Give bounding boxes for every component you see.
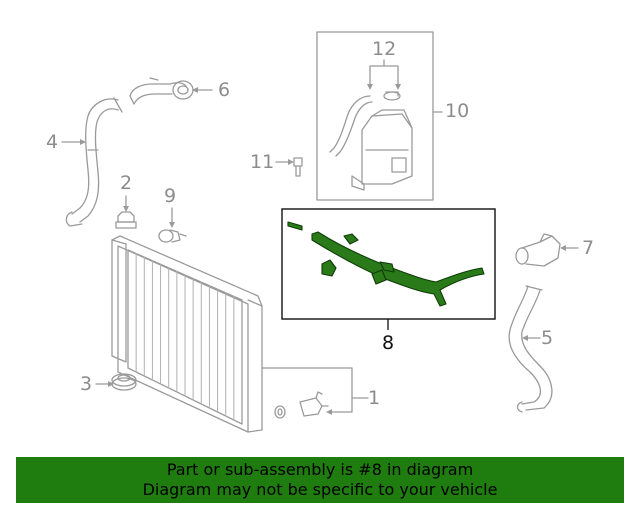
leader-bracket-12 [369,59,399,87]
water-inlet-part-6 [129,77,194,105]
leader-arrow-11 [288,159,294,165]
callout-label-2: 2 [120,172,133,194]
banner-line-2: Diagram may not be specific to your vehi… [142,480,498,499]
leader-arrow-5 [522,335,528,341]
leader-arrow-2 [123,206,129,212]
notice-banner: Part or sub-assembly is #8 in diagram Di… [16,457,624,503]
leader-arrow-12a [367,84,373,90]
callout-label-9: 9 [164,185,177,207]
callout-label-12: 12 [372,38,397,60]
water-outlet-part-7 [515,233,561,267]
callout-label-10: 10 [445,100,470,122]
water-pipe-part-8 [287,221,485,307]
leader-arrow-3 [108,381,114,387]
bolt-part-11 [293,157,303,177]
drain-plug-part-2 [115,211,137,229]
callout-label-1: 1 [368,387,381,409]
reservoir-assembly-box-10 [316,31,434,201]
leader-arrow-4 [80,139,86,145]
banner-line-1: Part or sub-assembly is #8 in diagram [166,460,474,479]
callout-label-5: 5 [541,327,554,349]
leader-arrow-6 [192,87,198,93]
callout-label-4: 4 [46,131,59,153]
callout-label-6: 6 [218,79,231,101]
radiator-cap-part-3 [111,373,137,391]
leader-arrow-12b [395,84,401,90]
callout-label-7: 7 [582,237,595,259]
reservoir-hose-part-12 [329,91,401,157]
lower-hose-part-5 [508,285,553,413]
leader-arrow-7 [560,245,566,251]
reservoir-tank-part-10 [351,109,413,191]
leader-arrow-9 [169,222,175,228]
leader-arrow-1 [326,409,332,415]
sensor-part-9 [158,229,187,243]
radiator-core-fins [135,253,235,421]
upper-hose-part-4 [65,97,123,227]
radiator [111,235,263,433]
callout-label-11: 11 [250,151,275,173]
leader-bracket-1 [261,367,369,413]
drain-cock-part-1 [274,391,329,419]
callout-label-8: 8 [382,332,395,354]
callout-label-3: 3 [80,373,93,395]
